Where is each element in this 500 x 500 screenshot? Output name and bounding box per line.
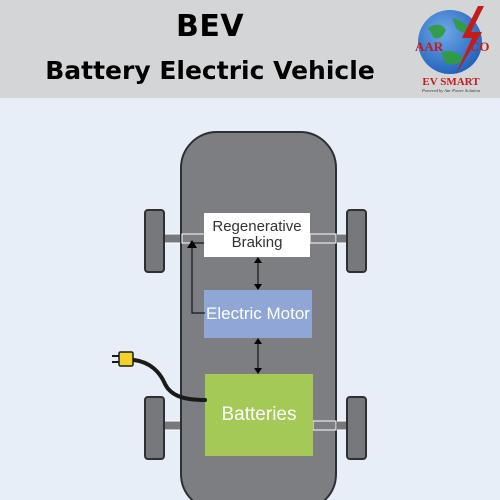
rear-right-wheel <box>346 396 367 460</box>
arrow-up-icon <box>254 257 262 263</box>
arrow-down-icon <box>254 284 262 290</box>
regen-feedback-line <box>191 242 205 314</box>
bev-diagram <box>112 131 367 500</box>
charging-plug-icon <box>112 351 134 367</box>
ev-smart-logo: AAR CO <box>415 6 490 74</box>
regenerative-braking-label: Regenerative Braking <box>212 218 302 251</box>
charging-cable <box>132 358 207 402</box>
electric-motor-box <box>204 290 312 338</box>
logo-brand: EV SMART <box>422 76 480 88</box>
front-right-wheel <box>346 209 367 273</box>
page-title: BEV <box>175 9 245 44</box>
logo-letters-left: AAR <box>415 39 444 54</box>
batteries-box <box>205 374 313 456</box>
front-left-wheel <box>144 209 165 273</box>
electric-motor-label: Electric Motor <box>206 304 310 324</box>
page-subtitle: Battery Electric Vehicle <box>45 56 375 85</box>
arrow-into-regen-icon <box>187 240 197 248</box>
arrow-down-icon <box>254 368 262 374</box>
rear-left-wheel <box>144 396 165 460</box>
arrow-up-icon <box>254 338 262 344</box>
logo-tagline: Powered by Aar Power Solution <box>422 88 480 93</box>
batteries-label: Batteries <box>221 404 297 426</box>
logo-letters-right: CO <box>470 39 490 54</box>
header-banner: BEV Battery Electric Vehicle AAR CO EV S… <box>0 0 500 98</box>
regenerative-braking-box <box>204 213 310 257</box>
